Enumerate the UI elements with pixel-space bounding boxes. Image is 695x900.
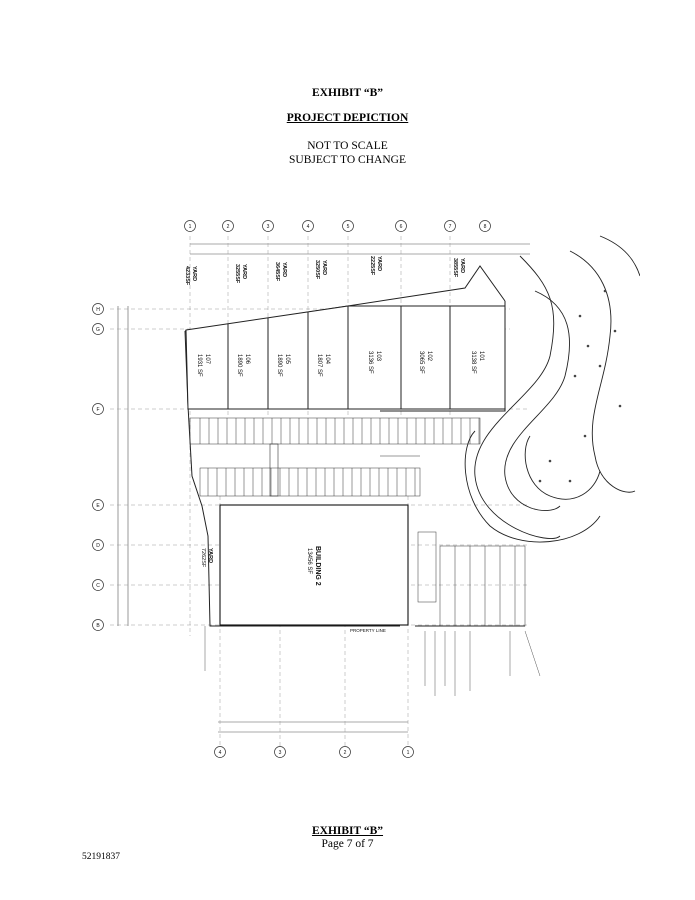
grid-bubble-left [92, 323, 104, 335]
unit-area: 3138 SF [470, 351, 476, 374]
grid-bubble-top [395, 220, 407, 232]
unit-label: 101 [478, 351, 484, 362]
yard-label: YARD [459, 258, 465, 273]
yard-area: 2225SF [369, 256, 375, 276]
landscape-dots [538, 289, 622, 483]
building-2-area: 13456 SF [306, 548, 312, 574]
yard-area: 3255SF [234, 264, 240, 284]
unit-label: 106 [244, 354, 250, 365]
grid-bubble-top-label: 6 [400, 224, 403, 230]
grid-bubble-top [302, 220, 314, 232]
drive-islands [269, 443, 420, 497]
building-2-label: BUILDING 2 [314, 546, 321, 586]
grid-bubble-left-label: C [96, 583, 100, 589]
grid-bubble-left [92, 539, 104, 551]
annotation-leaders [204, 626, 541, 696]
unit-labels: 107 1931 SF 106 1890 SF 105 1890 SF 104 … [196, 351, 484, 377]
grid-bubble-left [92, 579, 104, 591]
unit-label: 103 [375, 351, 381, 362]
yard-label: YARD [241, 264, 247, 279]
unit-label: 104 [324, 354, 330, 365]
site-plan-drawing: 107 1931 SF 106 1890 SF 105 1890 SF 104 … [92, 220, 640, 758]
grid-bubble-bottom-label: 3 [279, 750, 282, 756]
unit-area: 1890 SF [236, 354, 242, 377]
grid-bubble-top [479, 220, 491, 232]
unit-label: 107 [204, 354, 210, 365]
grid-bubble-top-label: 4 [307, 224, 310, 230]
grid-bubble-top [444, 220, 456, 232]
grid-bubble-top [184, 220, 196, 232]
grid-bubble-bottom [402, 746, 414, 758]
unit-label: 102 [426, 351, 432, 362]
grid-bubble-left [92, 619, 104, 631]
grid-bubble-bottom [214, 746, 226, 758]
grid-bubble-left-label: E [96, 503, 100, 509]
grid-bubble-top-label: 3 [267, 224, 270, 230]
yard-labels: YARD 4233SF YARD 3255SF YARD 3645SF YARD… [184, 256, 465, 286]
grid-bubble-top [222, 220, 234, 232]
loading-area [417, 531, 526, 627]
yard-2-label: YARD [207, 548, 213, 563]
grid-bubble-left-label: F [96, 407, 99, 413]
grid-bubble-left-label: D [96, 543, 100, 549]
subject-to-change-note: SUBJECT TO CHANGE [289, 154, 406, 166]
parking-stall-lines [199, 418, 480, 496]
grid-bubble-bottom [339, 746, 351, 758]
grid-bubble-top-label: 5 [347, 224, 350, 230]
document-number: 52191837 [82, 852, 120, 862]
unit-area: 1890 SF [276, 354, 282, 377]
unit-label: 105 [284, 354, 290, 365]
curved-driveway [464, 235, 640, 543]
grid-bubbles: 1 2 3 4 5 6 7 8H G F E D C B 4 3 2 1 [92, 220, 491, 758]
yard-area: 4233SF [184, 266, 190, 286]
grid-bubble-left [92, 303, 104, 315]
grid-bubble-left-label: B [96, 623, 100, 629]
grid-bubble-top-label: 8 [484, 224, 487, 230]
yard-area: 3855SF [452, 258, 458, 278]
page-number: Page 7 of 7 [321, 838, 374, 850]
yard-2-area: 7262SF [200, 548, 206, 568]
yard-area: 3645SF [274, 262, 280, 282]
footer-exhibit-title: EXHIBIT “B” [311, 825, 384, 837]
grid-bubble-left-label: H [96, 307, 100, 313]
yard-label: YARD [281, 262, 287, 277]
grid-bubble-left [92, 499, 104, 511]
not-to-scale-note: NOT TO SCALE [307, 140, 388, 152]
exhibit-title: EXHIBIT “B” [311, 87, 384, 99]
building-2 [219, 504, 409, 626]
yard-label: YARD [321, 260, 327, 275]
grid-bubble-top [342, 220, 354, 232]
grid-bubble-top [262, 220, 274, 232]
grid-bubble-left-label: G [96, 327, 100, 333]
yard-label: YARD [191, 266, 197, 281]
grid-bubble-top-label: 1 [189, 224, 192, 230]
grid-bubble-bottom-label: 4 [219, 750, 222, 756]
property-line-label: PROPERTY LINE [350, 628, 386, 633]
grid-bubble-top-label: 7 [449, 224, 452, 230]
grid-bubble-top-label: 2 [227, 224, 230, 230]
dimension-lines [117, 243, 530, 733]
grid-bubble-bottom-label: 1 [407, 750, 410, 756]
unit-area: 1931 SF [196, 354, 202, 377]
unit-area: 1807 SF [316, 354, 322, 377]
grid-bubble-left [92, 403, 104, 415]
retail-building-row [185, 305, 506, 410]
unit-area: 3136 SF [367, 351, 373, 374]
yard-label: YARD [376, 256, 382, 271]
grid-bubble-bottom-label: 2 [344, 750, 347, 756]
unit-area: 3065 SF [418, 351, 424, 374]
yard-area: 3250SF [314, 260, 320, 280]
grid-bubble-bottom [274, 746, 286, 758]
project-depiction-heading: PROJECT DEPICTION [286, 112, 409, 124]
